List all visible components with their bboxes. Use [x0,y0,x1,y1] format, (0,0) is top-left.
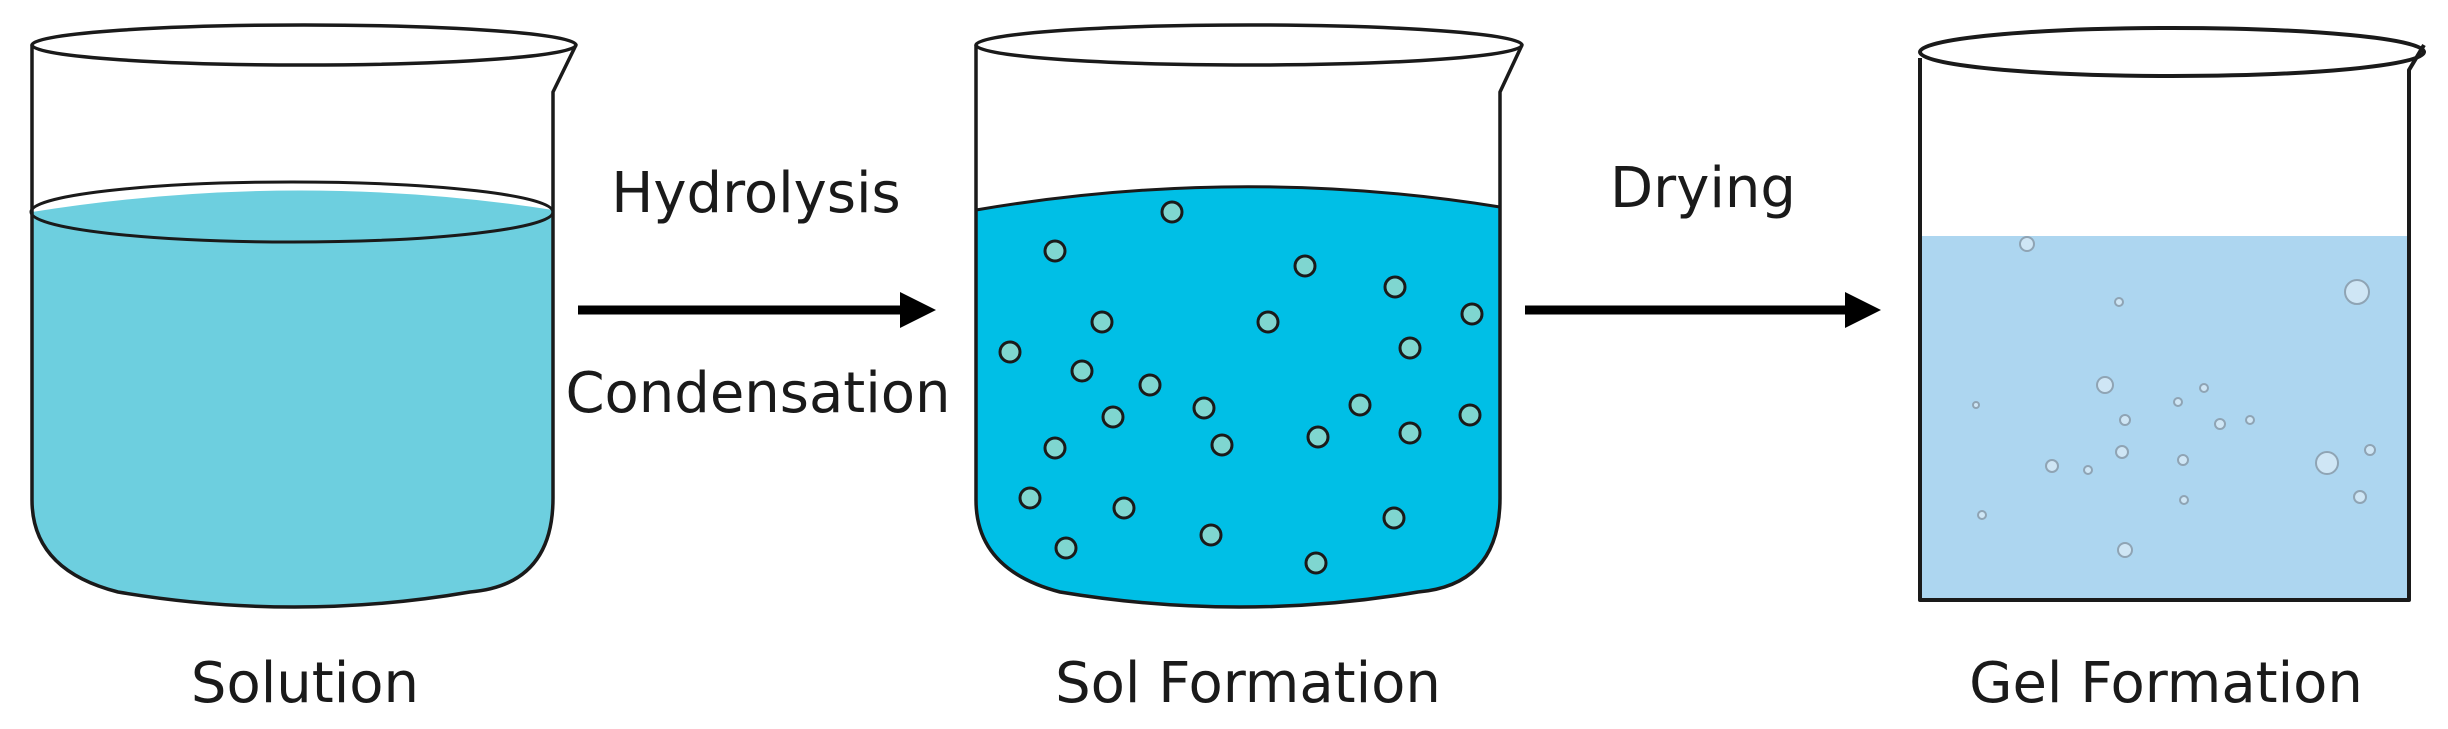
sol-particle [1210,433,1234,457]
sol-particle [1192,396,1216,420]
gel-liquid [1920,236,2409,600]
sol-particle [1043,436,1067,460]
sol-particle [1293,254,1317,278]
gel-bubble [2019,236,2035,252]
gel-bubble [2119,414,2131,426]
sol-particle [1256,310,1280,334]
sol-particle [1348,393,1372,417]
gel-bubble [1977,510,1987,520]
sol-particle [1054,536,1078,560]
gel-bubble [1972,401,1980,409]
sol-particle [1306,425,1330,449]
sol-particle [1018,486,1042,510]
sol-particle [1383,275,1407,299]
gel-bubble [2315,451,2339,475]
gel-beaker [1918,26,2426,602]
gel-bubble [2083,465,2093,475]
beaker-icon [974,44,1524,609]
gel-bubble [2115,445,2129,459]
gel-bubble [2353,490,2367,504]
sol-particle [1112,496,1136,520]
hydrolysis-label: Hydrolysis [611,161,900,226]
beaker-rim [30,23,578,67]
gel-bubble [2245,415,2255,425]
drying-label: Drying [1610,156,1796,221]
hydrolysis-condensation-arrow: Hydrolysis Condensation [565,161,950,426]
beaker-icon [1918,43,2426,602]
sol-surface [975,185,1501,212]
sol-particle [1382,506,1406,530]
sol-particle [1090,310,1114,334]
gel-bubble [2114,297,2124,307]
gel-formation-caption: Gel Formation [1969,651,2363,716]
sol-beaker [974,23,1524,609]
gel-bubble [2344,279,2370,305]
gel-bubble [2179,495,2189,505]
sol-particle [1101,405,1125,429]
gel-bubble [2117,542,2133,558]
sol-formation-caption: Sol Formation [1055,651,1441,716]
sol-liquid [976,186,1500,608]
gel-bubble [2214,418,2226,430]
sol-particle [998,340,1022,364]
gel-bubble [2096,376,2114,394]
gel-bubbles [1972,236,2376,558]
solution-beaker [29,23,578,609]
drying-arrow: Drying [1525,156,1881,328]
sol-particle [1398,336,1422,360]
beaker-icon [30,44,578,609]
sol-particle [1043,239,1067,263]
beaker-rim [1918,26,2426,78]
sol-particle [1398,421,1422,445]
sol-particle [1199,523,1223,547]
gel-bubble [2173,397,2183,407]
condensation-label: Condensation [565,361,950,426]
gel-bubble [2045,459,2059,473]
solution-liquid [32,190,553,608]
sol-particles [998,200,1484,575]
gel-bubble [2199,383,2209,393]
sol-particle [1138,373,1162,397]
sol-particle [1070,359,1094,383]
sol-particle [1304,551,1328,575]
gel-bubble [2364,444,2376,456]
sol-particle [1458,403,1482,427]
solution-caption: Solution [191,651,419,716]
gel-bubble [2177,454,2189,466]
sol-particle [1160,200,1184,224]
beaker-rim [974,23,1524,67]
sol-particle [1460,302,1484,326]
